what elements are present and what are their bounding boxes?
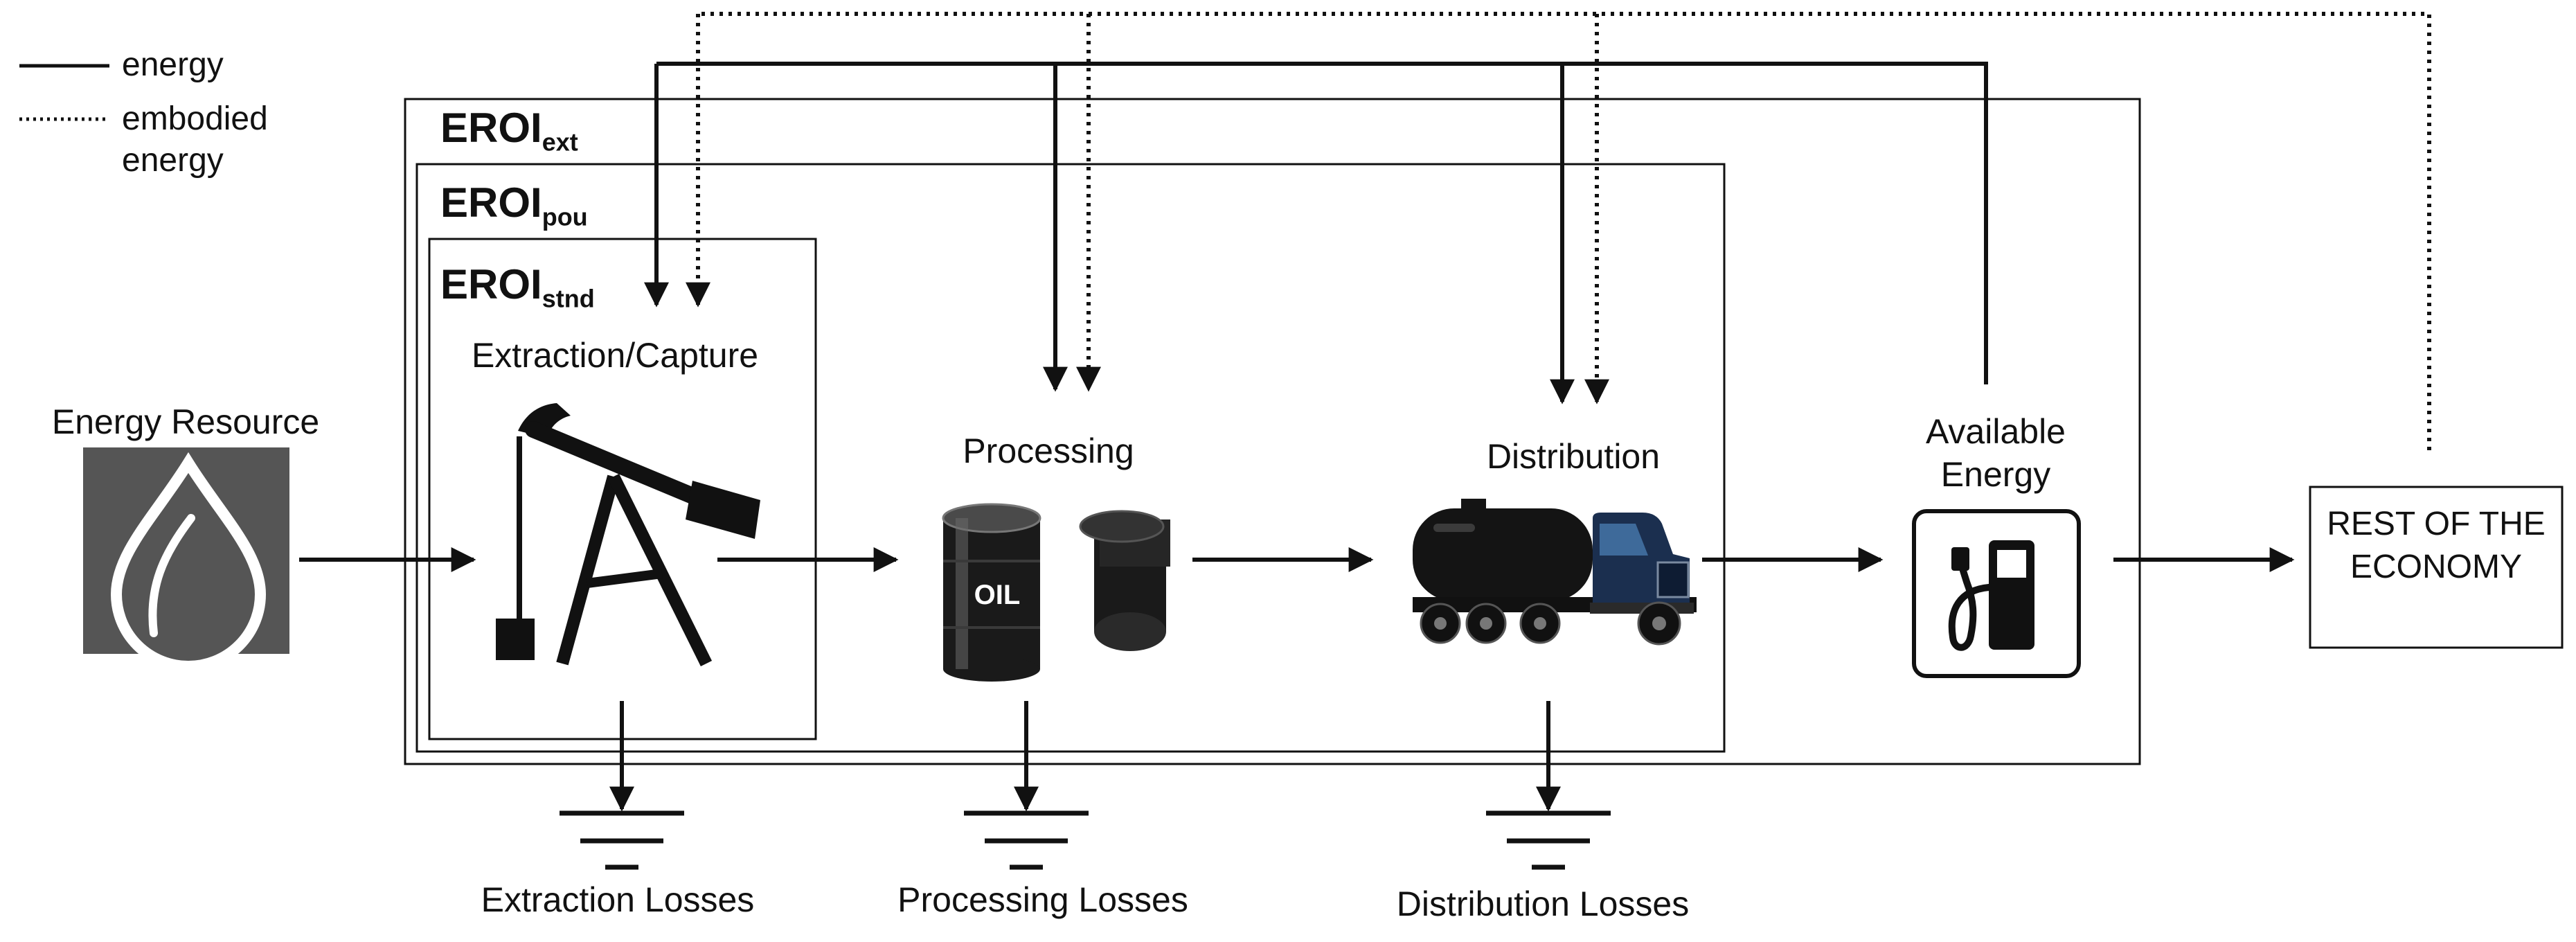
ground-symbol-icon <box>964 810 1089 870</box>
energy-resource-label: Energy Resource <box>51 402 320 441</box>
rest-of-economy-label: REST OF THE ECONOMY <box>2327 506 2546 585</box>
legend-solid-label: energy <box>122 46 224 83</box>
eroi-pou-label: EROIpou <box>440 179 588 231</box>
oil-pumpjack-icon <box>496 403 760 667</box>
extraction-losses-label: Extraction Losses <box>481 880 755 919</box>
eroi-ext-label: EROIext <box>440 105 578 157</box>
extraction-label: Extraction/Capture <box>471 336 759 375</box>
tanker-truck-icon <box>1413 499 1697 646</box>
oil-barrels-icon: OIL <box>942 503 1170 682</box>
distribution-losses-label: Distribution Losses <box>1396 885 1690 923</box>
legend-dotted-label: embodied energy <box>122 100 268 179</box>
fuel-pump-icon <box>1912 509 2081 678</box>
available-energy-label: Available Energy <box>1925 412 2066 494</box>
barrel-label: OIL <box>974 580 1021 610</box>
energy-feedback-line <box>656 62 1988 384</box>
distribution-label: Distribution <box>1486 437 1661 476</box>
rest-of-economy-box <box>2309 486 2564 649</box>
boundary-box-pou <box>415 163 1726 753</box>
ground-symbol-icon <box>560 810 684 870</box>
boundary-box-ext <box>404 98 2141 765</box>
processing-losses-label: Processing Losses <box>897 880 1188 919</box>
eroi-stnd-label: EROIstnd <box>440 261 595 313</box>
embodied-feedback-line <box>698 12 2431 450</box>
processing-label: Processing <box>963 432 1134 470</box>
ground-symbol-icon <box>1486 810 1611 870</box>
oil-drop-icon <box>83 447 289 672</box>
